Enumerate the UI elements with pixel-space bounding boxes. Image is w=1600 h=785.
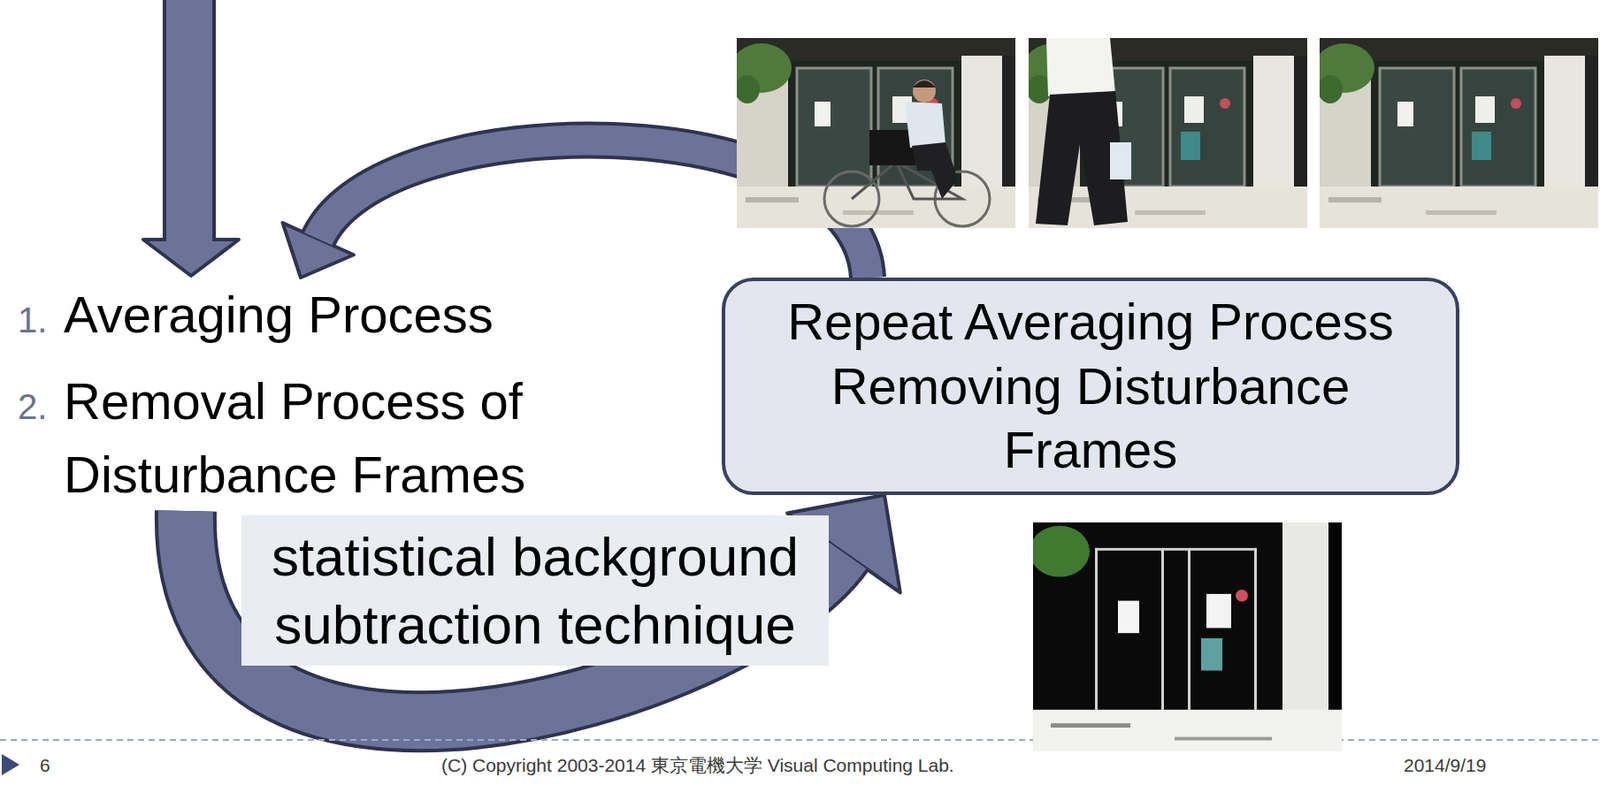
rider-head	[912, 79, 936, 103]
footer-rule	[0, 739, 1600, 742]
list-number: 2.	[17, 370, 64, 445]
flow-arrow	[185, 495, 901, 722]
rider-legs	[911, 142, 958, 200]
storefront-scene	[1314, 38, 1599, 229]
down-arrow-joint	[166, 231, 213, 245]
arrow-body	[185, 511, 844, 722]
rider-shirt	[904, 101, 946, 148]
background-result	[1029, 522, 1342, 752]
list-number: 1.	[17, 283, 64, 358]
down-arrow-head	[143, 239, 239, 276]
list-item: 2.Removal Process of Disturbance Frames	[17, 364, 595, 512]
video-frame	[1023, 38, 1308, 229]
page-number: 6	[37, 754, 54, 778]
storefront-scene	[731, 38, 1016, 229]
list-item: 1.Averaging Process	[17, 277, 494, 358]
paper	[1110, 142, 1132, 180]
storefront-scene	[1023, 38, 1308, 229]
date-label: 2014/9/19	[1400, 754, 1489, 778]
background-scene	[1029, 522, 1342, 752]
down-arrow-shaft	[164, 0, 215, 242]
video-frame	[1314, 38, 1599, 229]
video-frame	[731, 38, 1016, 229]
basket	[869, 130, 916, 166]
process-box: Repeat Averaging Process Removing Distur…	[721, 277, 1460, 496]
list-text: Removal Process of Disturbance Frames	[63, 364, 595, 512]
edge-label: statistical background subtraction techn…	[241, 515, 829, 667]
arrow-outline	[185, 511, 844, 722]
footer-bullet	[1, 754, 20, 776]
list-text: Averaging Process	[63, 277, 494, 352]
box-text: Repeat Averaging Process Removing Distur…	[772, 290, 1409, 483]
walker-shirt	[1046, 38, 1116, 97]
rider-hair	[912, 80, 936, 88]
copyright-note: (C) Copyright 2003-2014 東京電機大学 Visual Co…	[438, 754, 957, 778]
